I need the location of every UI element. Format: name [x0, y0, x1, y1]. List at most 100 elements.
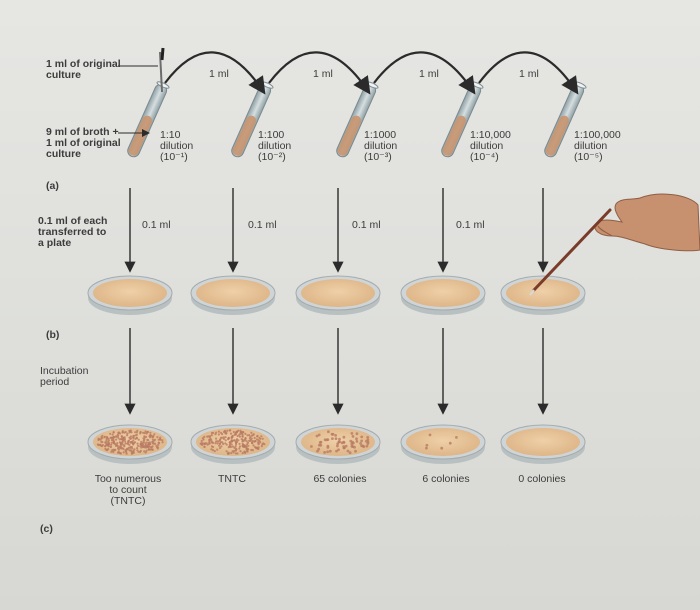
colony — [355, 440, 359, 443]
colony — [227, 446, 230, 449]
colony — [159, 436, 162, 439]
colony — [336, 442, 340, 446]
colony — [132, 449, 135, 452]
part-c-label: (c) — [40, 523, 53, 535]
colony — [112, 435, 115, 438]
colony — [229, 432, 233, 435]
colony — [218, 446, 222, 450]
colony — [130, 451, 133, 454]
colony — [133, 441, 137, 444]
colony — [235, 443, 238, 446]
colony — [123, 436, 126, 439]
colony — [350, 432, 354, 435]
broth-label: 9 ml of broth + 1 ml of original culture — [46, 126, 121, 160]
petri-dish-icon — [400, 275, 486, 315]
colony — [122, 438, 125, 442]
colony — [129, 445, 132, 448]
colony — [115, 435, 118, 438]
colony — [365, 444, 369, 448]
plate-volume-4: 0.1 ml — [456, 219, 485, 231]
colony — [153, 442, 156, 445]
petri-dish-icon — [500, 424, 586, 464]
colony — [112, 442, 115, 445]
colony — [317, 447, 321, 451]
flow-arrows — [124, 188, 549, 415]
transfer-arc — [268, 51, 371, 95]
colony — [331, 432, 335, 436]
colony — [251, 449, 254, 452]
colony — [254, 440, 257, 443]
colony — [220, 436, 224, 439]
colony — [425, 446, 428, 450]
colony — [118, 445, 121, 448]
colony — [157, 443, 160, 446]
colony — [224, 432, 227, 435]
colony — [119, 452, 122, 455]
colony — [139, 450, 142, 454]
colony — [120, 437, 123, 440]
colony — [212, 431, 215, 434]
colony — [231, 435, 234, 439]
colony — [232, 430, 235, 434]
colony — [225, 450, 228, 453]
transfer-arc — [478, 51, 579, 95]
plate-volume-3: 0.1 ml — [352, 219, 381, 231]
colony — [246, 450, 249, 453]
colony — [248, 434, 251, 437]
colony — [156, 436, 159, 439]
colony — [326, 450, 329, 454]
colony — [101, 444, 104, 447]
colony — [337, 448, 340, 452]
original-culture-label: 1 ml of original culture — [46, 58, 121, 81]
colony — [200, 439, 203, 443]
colony — [252, 444, 255, 447]
colony — [146, 431, 149, 434]
colony — [241, 452, 244, 455]
colony — [262, 442, 265, 445]
colony — [366, 436, 370, 439]
colony — [161, 441, 164, 444]
colony — [119, 432, 122, 435]
colony — [158, 442, 161, 445]
colony — [121, 430, 124, 433]
colony — [153, 433, 156, 436]
petri-dish-icon — [190, 275, 276, 315]
colony — [246, 447, 249, 450]
colony — [222, 436, 225, 439]
transfer-volume-1: 1 ml — [209, 68, 229, 80]
colony — [137, 450, 140, 453]
petri-dish-icon — [190, 424, 276, 464]
hand-icon — [594, 193, 700, 252]
result-label-2: TNTC — [218, 473, 246, 485]
colony — [100, 440, 103, 443]
colony — [116, 442, 119, 445]
colony — [250, 448, 253, 452]
colony — [340, 441, 344, 445]
colony — [212, 441, 215, 444]
colony — [139, 430, 142, 434]
colony — [229, 445, 233, 449]
colony — [251, 441, 254, 444]
colony — [117, 431, 120, 434]
colony — [148, 434, 152, 437]
plate-volume-1: 0.1 ml — [142, 219, 171, 231]
colony — [227, 451, 230, 454]
colony — [118, 441, 121, 444]
colony — [134, 434, 137, 437]
colony — [253, 436, 256, 440]
colony — [234, 449, 237, 452]
colony — [136, 444, 140, 447]
test-tube-icon — [441, 81, 484, 158]
colony — [135, 431, 138, 434]
colony — [150, 446, 153, 449]
colony — [101, 437, 104, 440]
colony — [224, 429, 227, 432]
colony — [348, 451, 352, 455]
colony — [118, 438, 121, 441]
colony — [207, 435, 210, 438]
colony — [251, 439, 254, 443]
